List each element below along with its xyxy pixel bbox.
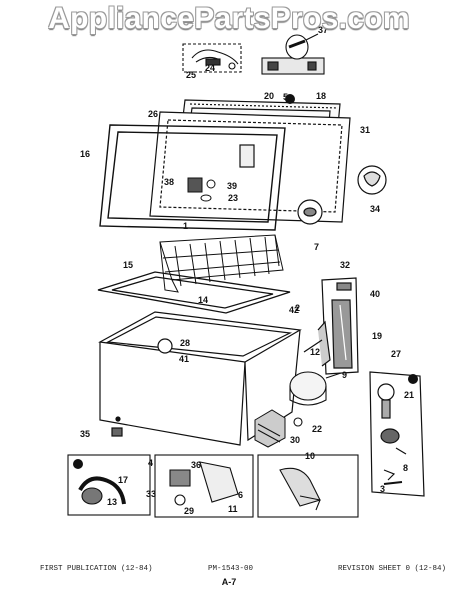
callout-29: 29 bbox=[184, 506, 194, 516]
compressor[interactable] bbox=[289, 371, 345, 427]
callout-40: 40 bbox=[370, 289, 380, 299]
callout-37: 37 bbox=[318, 25, 328, 35]
callout-34: 34 bbox=[370, 204, 380, 214]
callout-27: 27 bbox=[391, 349, 401, 359]
callout-11: 11 bbox=[228, 504, 238, 514]
callout-13: 13 bbox=[107, 497, 117, 507]
callout-17: 17 bbox=[118, 475, 128, 485]
callout-10: 10 bbox=[305, 451, 315, 461]
callout-18: 18 bbox=[316, 91, 326, 101]
callout-9: 9 bbox=[342, 370, 347, 380]
callout-39: 39 bbox=[227, 181, 237, 191]
callout-35: 35 bbox=[80, 429, 90, 439]
lid-lock-parts[interactable] bbox=[187, 177, 216, 202]
callout-12: 12 bbox=[310, 347, 320, 357]
circled-marker bbox=[285, 94, 295, 104]
callout-26: 26 bbox=[148, 109, 158, 119]
callout-36: 36 bbox=[191, 460, 201, 470]
thermostat-assembly[interactable] bbox=[182, 43, 242, 73]
callout-2: 2 bbox=[295, 303, 300, 313]
callout-42: 42 bbox=[289, 305, 299, 315]
callout-30: 30 bbox=[290, 435, 300, 445]
part-manual-number: PM-1543-00 bbox=[208, 565, 254, 573]
callout-1: 1 bbox=[183, 221, 188, 231]
callout-6: 6 bbox=[238, 490, 243, 500]
callout-28: 28 bbox=[180, 338, 190, 348]
callout-14: 14 bbox=[198, 295, 208, 305]
callout-3: 3 bbox=[380, 484, 385, 494]
callout-33: 33 bbox=[146, 489, 156, 499]
callout-25: 25 bbox=[186, 70, 196, 80]
circled-marker bbox=[408, 374, 418, 384]
page-number: A-7 bbox=[221, 577, 237, 587]
detail-box-thermostat[interactable] bbox=[154, 454, 254, 518]
callout-labels: 1234567891011121314151617181920212223242… bbox=[73, 25, 418, 516]
exploded-parts-diagram: 1234567891011121314151617181920212223242… bbox=[67, 25, 425, 518]
callout-22: 22 bbox=[312, 424, 322, 434]
detail-box-light[interactable] bbox=[257, 454, 359, 518]
first-publication-note: FIRST PUBLICATION (12-84) bbox=[40, 565, 153, 573]
relay-box[interactable] bbox=[254, 409, 286, 448]
callout-19: 19 bbox=[372, 331, 382, 341]
callout-23: 23 bbox=[228, 193, 238, 203]
callout-16: 16 bbox=[80, 149, 90, 159]
callout-24: 24 bbox=[205, 63, 215, 73]
callout-4: 4 bbox=[148, 458, 153, 468]
revision-note: REVISION SHEET 0 (12-84) bbox=[338, 565, 447, 573]
callout-38: 38 bbox=[164, 177, 174, 187]
callout-7: 7 bbox=[314, 242, 319, 252]
control-panel[interactable] bbox=[303, 277, 359, 375]
callout-32: 32 bbox=[340, 260, 350, 270]
lid-panel[interactable] bbox=[149, 111, 351, 223]
switch-bracket[interactable] bbox=[261, 33, 325, 75]
callout-8: 8 bbox=[403, 463, 408, 473]
callout-41: 41 bbox=[179, 354, 189, 364]
callout-21: 21 bbox=[404, 390, 414, 400]
lock-assembly-detail[interactable] bbox=[369, 371, 425, 497]
freezer-cabinet[interactable] bbox=[98, 311, 302, 446]
watermark-logo: AppliancePartsPros.com bbox=[48, 2, 410, 35]
circled-marker bbox=[73, 459, 83, 469]
callout-15: 15 bbox=[123, 260, 133, 270]
lid-gasket[interactable] bbox=[99, 124, 286, 231]
lock-detail[interactable] bbox=[297, 165, 387, 225]
callout-20: 20 bbox=[264, 91, 274, 101]
callout-31: 31 bbox=[360, 125, 370, 135]
cabinet-gasket[interactable] bbox=[97, 271, 291, 314]
storage-basket[interactable] bbox=[159, 234, 284, 293]
